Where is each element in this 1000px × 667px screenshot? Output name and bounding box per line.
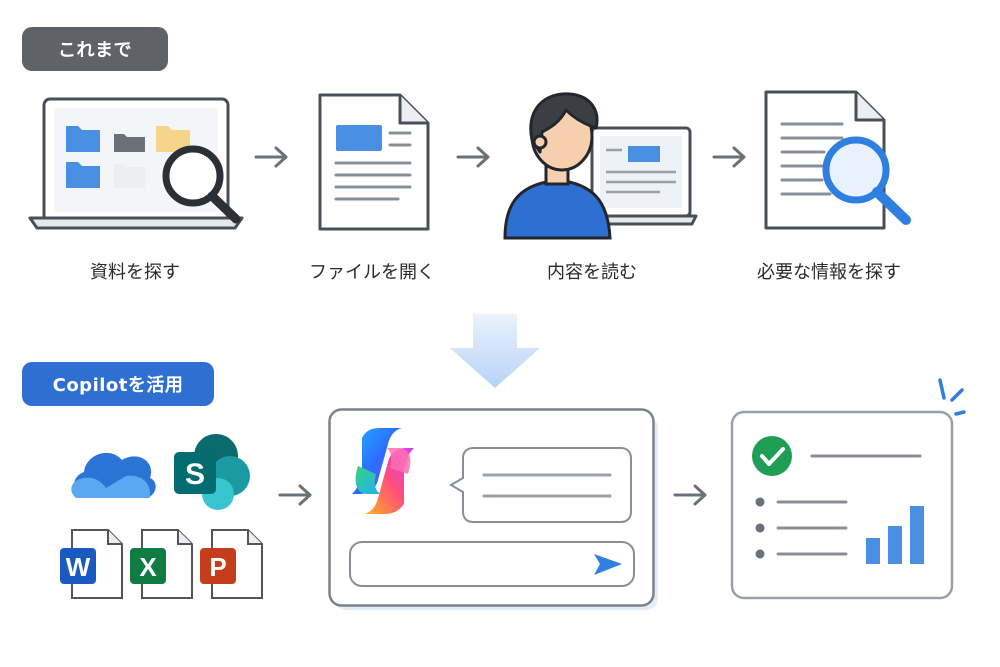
excel-icon: X (130, 529, 193, 599)
sharepoint-letter: S (185, 458, 205, 491)
arrow-right-icon (278, 484, 312, 506)
document-magnifier-icon (764, 90, 911, 230)
laptop-folder-search-icon (28, 97, 244, 230)
arrow-right-icon (673, 484, 707, 506)
result-card (730, 378, 966, 600)
svg-text:P: P (209, 552, 226, 582)
copilot-logo-icon (352, 428, 414, 514)
arrow-right-icon (254, 146, 288, 168)
copilot-chat-window (328, 408, 658, 610)
arrow-right-icon (712, 146, 746, 168)
down-arrow-icon (450, 314, 540, 388)
step-label-open-file: ファイルを開く (309, 262, 435, 283)
onedrive-icon (71, 452, 156, 498)
before-badge: これまで (22, 27, 168, 71)
step-label-read: 内容を読む (547, 262, 637, 283)
word-icon: W (60, 529, 123, 599)
bar-chart-icon (866, 506, 924, 564)
svg-text:X: X (139, 552, 157, 582)
person-reading-laptop-icon (503, 92, 698, 240)
arrow-right-icon (456, 146, 490, 168)
step-label-find-info: 必要な情報を探す (757, 262, 901, 283)
document-icon (318, 93, 430, 231)
step-label-search: 資料を探す (90, 262, 180, 283)
svg-text:W: W (66, 552, 91, 582)
check-circle-icon (752, 436, 792, 476)
send-icon (594, 554, 622, 575)
powerpoint-icon: P (200, 529, 263, 599)
sharepoint-icon: S (174, 434, 250, 510)
after-badge: Copilotを活用 (22, 362, 214, 406)
